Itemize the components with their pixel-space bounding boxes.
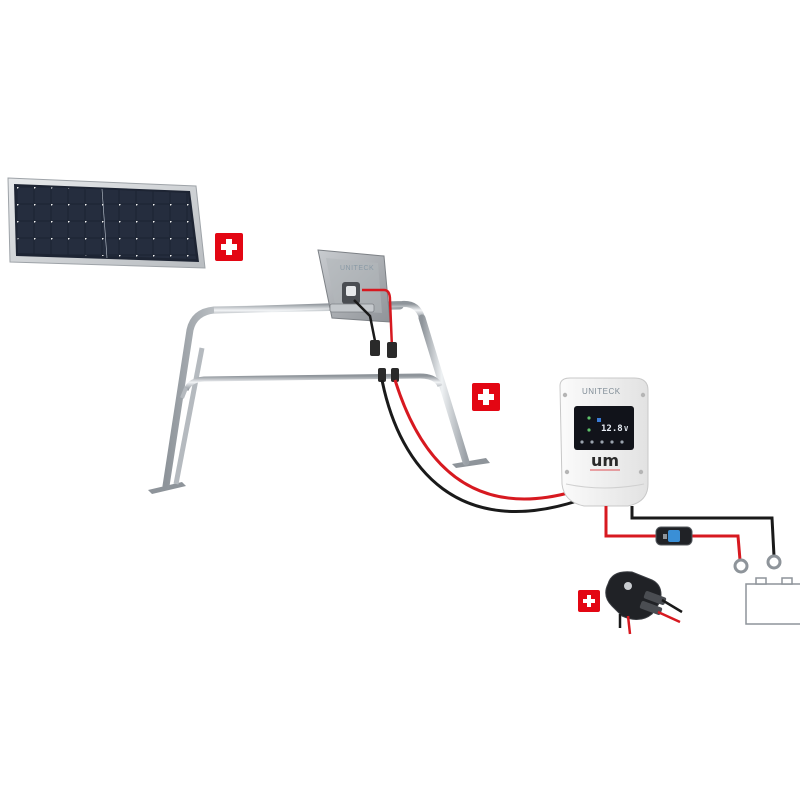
plus-icon (472, 383, 500, 411)
panel-mount-icon: UNITECK (317, 249, 391, 323)
stainless-arch-icon (148, 300, 490, 494)
controller-logo: um (591, 451, 619, 470)
solar-panel-icon (7, 177, 206, 269)
display-unit: V (624, 425, 629, 433)
panel-mount-brand: UNITECK (340, 265, 374, 272)
plus-icon (578, 590, 600, 612)
plus-icon (215, 233, 243, 261)
display-value: 12.8 (601, 424, 623, 434)
charge-controller-icon: UNITECK 12.8 V um (559, 377, 649, 507)
cable-gland-icon (605, 571, 683, 635)
battery-cables (604, 506, 782, 574)
inline-fuse-icon (655, 526, 693, 546)
battery-icon (745, 577, 800, 625)
panel-cables (353, 288, 581, 513)
controller-brand: UNITECK (582, 387, 621, 396)
